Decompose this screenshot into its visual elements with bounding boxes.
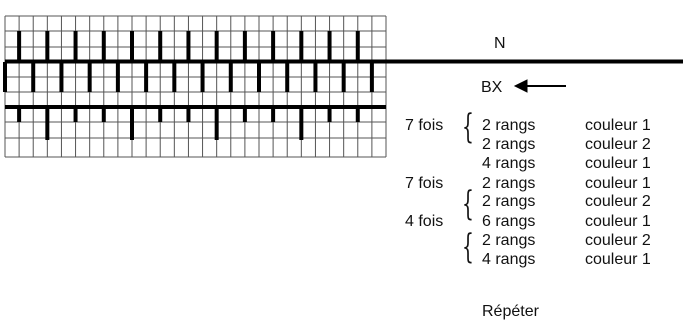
middle-needle-mark [257,62,261,92]
repeat-label: Répéter [482,303,539,320]
group-count: 4 fois [405,213,444,230]
needle-marks [3,31,374,140]
lower-needle-mark [271,107,276,122]
color-name: couleur 2 [585,232,651,249]
upper-needle-mark [327,31,332,61]
middle-needle-mark [313,62,318,92]
upper-needle-mark [186,31,191,61]
lower-needle-mark [214,107,219,140]
lower-needle-mark [299,107,304,140]
upper-needle-mark [101,31,106,61]
middle-needle-mark [144,62,149,92]
upper-needle-mark [299,31,304,61]
row-count: 2 rangs [482,136,536,153]
lower-needle-mark [73,107,78,122]
sequence-row: 4 fois 6 rangs couleur 1 [0,214,683,231]
upper-needle-mark [214,31,219,61]
upper-needle-mark [158,31,163,61]
middle-needle-mark [59,62,64,92]
sequence-row: 4 rangs couleur 1 [0,156,683,173]
brace-1: { [462,107,474,147]
row-count: 4 rangs [482,155,536,172]
middle-needle-mark [31,62,36,92]
color-name: couleur 1 [585,117,651,134]
brace-3: { [462,227,474,267]
color-name: couleur 1 [585,155,651,172]
middle-needle-mark [115,62,120,92]
brace-2: { [462,184,474,224]
middle-needle-mark [3,62,7,92]
upper-needle-mark [271,31,276,61]
sequence-row: 2 rangs couleur 2 [0,137,683,154]
row-count: 2 rangs [482,193,536,210]
color-name: couleur 1 [585,175,651,192]
color-name: couleur 1 [585,213,651,230]
sequence-row: 4 rangs couleur 1 [0,252,683,269]
row-count: 4 rangs [482,251,536,268]
lower-needle-mark [186,107,191,122]
middle-needle-mark [87,62,92,92]
color-name: couleur 2 [585,136,651,153]
middle-needle-mark [172,62,177,92]
lower-needle-mark [130,107,134,140]
group-count: 7 fois [405,117,444,134]
middle-needle-mark [228,62,233,92]
row-count: 2 rangs [482,117,536,134]
color-name: couleur 1 [585,251,651,268]
upper-needle-mark [73,31,78,61]
upper-needle-mark [130,31,134,61]
middle-needle-mark [369,62,374,92]
lower-needle-mark [242,107,247,122]
row-count: 2 rangs [482,175,536,192]
lower-needle-mark [17,107,22,122]
arrow-left-icon [513,79,566,93]
middle-needle-mark [200,62,205,92]
sequence-row: 7 fois 2 rangs couleur 1 [0,176,683,193]
row-count: 2 rangs [482,232,536,249]
middle-needle-mark [341,62,346,92]
sequence-row: 2 rangs couleur 2 [0,194,683,211]
row-count: 6 rangs [482,213,536,230]
sequence-row: 7 fois 2 rangs couleur 1 [0,118,683,135]
upper-needle-mark [17,31,22,61]
label-bx: BX [481,79,503,96]
upper-needle-mark [45,31,50,61]
group-count: 7 fois [405,175,444,192]
lower-needle-mark [355,107,360,122]
upper-needle-mark [355,31,360,61]
middle-needle-mark [285,62,290,92]
lower-needle-mark [327,107,332,122]
color-name: couleur 2 [585,193,651,210]
lower-needle-mark [45,107,50,140]
upper-needle-mark [242,31,247,61]
label-n: N [494,35,506,52]
sequence-row: 2 rangs couleur 2 [0,233,683,250]
lower-needle-mark [101,107,106,122]
lower-needle-mark [158,107,163,122]
